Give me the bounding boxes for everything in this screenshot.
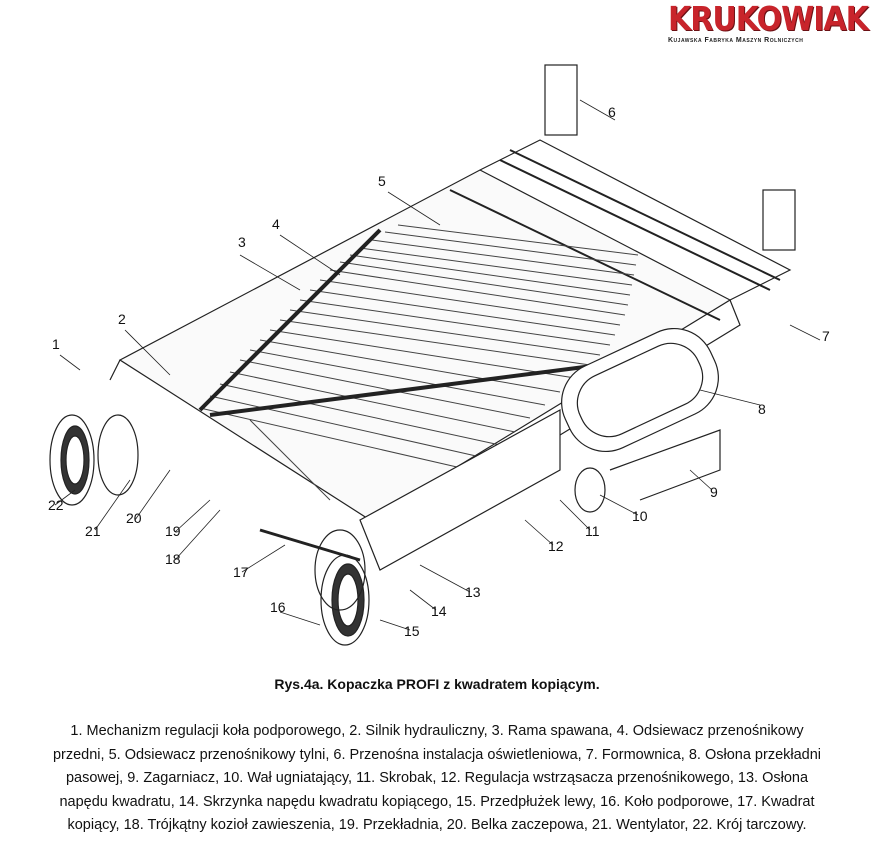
callout-9: 9 — [710, 484, 718, 500]
legend-line: 1. Mechanizm regulacji koła podporowego,… — [70, 723, 804, 739]
callout-13: 13 — [465, 584, 481, 600]
callout-5: 5 — [378, 173, 386, 189]
callout-7: 7 — [822, 328, 830, 344]
callout-16: 16 — [270, 599, 286, 615]
callout-21: 21 — [85, 523, 101, 539]
callout-12: 12 — [548, 538, 564, 554]
callout-8: 8 — [758, 401, 766, 417]
callout-11: 11 — [585, 523, 600, 539]
logo-brand: KRUKOWIAK — [668, 0, 869, 39]
callout-18: 18 — [165, 551, 181, 567]
figure-caption: Rys.4a. Kopaczka PROFI z kwadratem kopią… — [274, 676, 600, 692]
callout-14: 14 — [431, 603, 447, 619]
callout-19: 19 — [165, 523, 181, 539]
callout-17: 17 — [233, 564, 249, 580]
callout-22: 22 — [48, 497, 64, 513]
callout-10: 10 — [632, 508, 648, 524]
callout-2: 2 — [118, 311, 126, 327]
legend-line: pasowej, 9. Zagarniacz, 10. Wał ugniataj… — [65, 770, 809, 786]
legend-line: napędu kwadratu, 14. Skrzynka napędu kwa… — [59, 793, 815, 810]
parts-legend: 1. Mechanizm regulacji koła podporowego,… — [0, 720, 874, 838]
logo-subtitle: Kujawska Fabryka Maszyn Rolniczych — [668, 37, 804, 44]
callout-3: 3 — [238, 234, 246, 250]
machine-drawing — [49, 64, 821, 646]
callout-20: 20 — [126, 510, 142, 526]
legend-line: kopiący, 18. Trójkątny kozioł zawieszeni… — [67, 817, 807, 833]
callout-6: 6 — [608, 104, 616, 120]
callout-15: 15 — [404, 623, 420, 639]
callout-4: 4 — [272, 216, 280, 232]
callout-1: 1 — [52, 336, 60, 352]
krukowiak-logo: KRUKOWIAK Kujawska Fabryka Maszyn Rolnic… — [668, 0, 869, 44]
legend-line: przedni, 5. Odsiewacz przenośnikowy tyln… — [52, 746, 822, 763]
